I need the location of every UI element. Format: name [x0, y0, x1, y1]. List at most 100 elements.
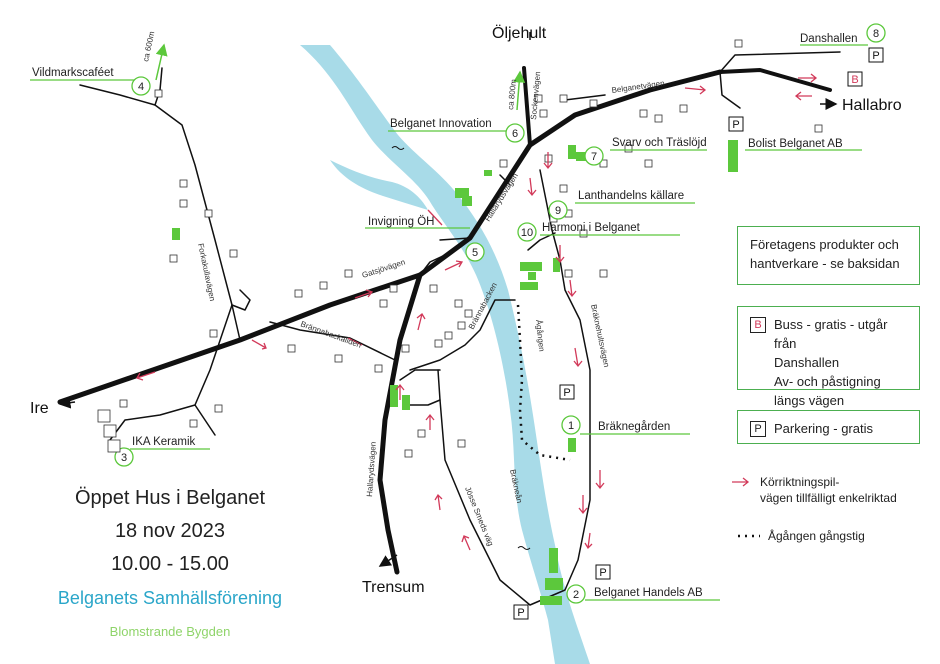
parking-handels-east: P [599, 567, 606, 579]
legend-parking-text: Parkering - gratis [774, 421, 873, 436]
station-10-name: Harmoni i Belganet [542, 222, 641, 234]
station-6-name: Belganet Innovation [390, 118, 492, 130]
legend-footpath: Ågången gångstig [768, 528, 865, 544]
parking-braknegarden: P [563, 387, 570, 399]
place-ire: Ire [30, 400, 49, 417]
road-label-forkakullavagen: Forkakullavägen [196, 243, 217, 302]
station-7-name: Svarv och Träslöjd [612, 137, 707, 149]
road-belganetvagen-spur [564, 94, 606, 101]
event-organizer: Belganets Samhällsförening [57, 588, 283, 608]
bolist-label: Bolist Belganet AB [748, 138, 843, 150]
road-brannabackaliden [269, 321, 396, 361]
station-numbers: 4 6 5 7 9 10 1 2 3 8 [121, 28, 879, 601]
parking-bolist: P [732, 119, 739, 131]
place-hallabro: Hallabro [842, 97, 902, 114]
legend-products: Företagens produkter och hantverkare - s… [737, 226, 920, 285]
river-flow-mark-south [517, 546, 531, 550]
station-4-number: 4 [138, 81, 144, 93]
parking-badge-icon: P [750, 421, 766, 437]
legend-bus-line4: längs vägen [774, 393, 845, 408]
legend-bus-text: Buss - gratis - utgår från Danshallen Av… [774, 315, 907, 410]
road-label-hallarydsvagen-south: Hallarydsvägen [365, 442, 378, 498]
road-to-danshallen [719, 51, 841, 73]
legend-bus-line2: Danshallen [774, 355, 840, 370]
station-3-number: 3 [121, 452, 127, 464]
legend-arrow-icon [732, 477, 750, 487]
station-4-name: Vildmarkscaféet [32, 67, 114, 79]
station-8-name: Danshallen [800, 33, 858, 45]
legend-products-line2: hantverkare - se baksidan [750, 256, 900, 271]
road-sockenvagen-north [522, 66, 532, 147]
event-time: 10.00 - 15.00 [111, 553, 229, 575]
parking-danshallen: P [872, 50, 879, 62]
distance-sockenvagen-spur: ca 800m [506, 78, 518, 110]
station-2-number: 2 [573, 589, 579, 601]
legend-bus-line1: Buss - gratis - utgår från [774, 317, 888, 351]
road-innovation-spur [499, 174, 511, 186]
houses [119, 39, 823, 458]
river-brakne-an [300, 45, 590, 664]
station-5-name: Invigning ÖH [368, 216, 434, 228]
legend-one-way: Körriktningspil- vägen tillfälligt enkel… [760, 474, 897, 506]
road-forkakullavagen [79, 84, 241, 341]
station-1-name: Bräknegården [598, 421, 670, 433]
main-road-hallabro-end [718, 68, 832, 92]
road-names: Belganetvägen Sockenvägen Hallarydsvägen… [141, 30, 665, 547]
station-8-number: 8 [873, 28, 879, 40]
distance-north-spur: ca 600m [141, 30, 156, 62]
road-ika-keramik [109, 304, 233, 441]
station-1-number: 1 [568, 420, 574, 432]
legend-bus: B Buss - gratis - utgår från Danshallen … [737, 306, 920, 408]
bus-badge-icon: B [750, 317, 766, 333]
legend-parking: P Parkering - gratis [737, 410, 920, 444]
station-underlines [30, 44, 868, 601]
road-ika-spur [194, 404, 216, 436]
road-hallarydsvagen [377, 272, 423, 575]
road-gatsjovagen-link [439, 237, 471, 241]
road-junction-west [399, 369, 441, 381]
one-way-arrows [136, 73, 818, 551]
parking-handels-west: P [517, 607, 524, 619]
road-gatsjo-junction [419, 254, 446, 276]
station-circles [114, 23, 886, 604]
station-names: Vildmarkscaféet Belganet Innovation Invi… [32, 33, 858, 599]
event-tagline: Blomstrande Bygden [109, 624, 231, 639]
place-oljehult: Öljehult [492, 24, 547, 42]
footpath-agangen [516, 304, 571, 462]
road-north-spur [154, 67, 163, 106]
road-roundabout [231, 289, 251, 311]
road-label-hallarydsvagen-north: Hallarydsvägen [483, 172, 520, 224]
legend-path-text: Ågången gångstig [768, 529, 865, 543]
legend-parking-row: P Parkering - gratis [750, 419, 907, 438]
road-label-brannabackaliden: Brännabackaliden [299, 319, 362, 349]
road-label-sockenvagen: Sockenvägen [529, 71, 542, 120]
road-brannabacken [409, 299, 516, 371]
river-flow-mark-north [391, 146, 405, 150]
legend-arrow-line1: Körriktningspil- [760, 475, 840, 489]
road-to-bolist [719, 71, 741, 109]
ika-keramik-building [97, 409, 121, 453]
legend-arrow-line2: vägen tillfälligt enkelriktad [760, 491, 897, 505]
legend-products-line1: Företagens produkter och [750, 237, 899, 252]
station-3-name: IKA Keramik [132, 436, 196, 448]
map-symbols: P B P P P P [513, 47, 884, 620]
station-2-name: Belganet Handels AB [594, 587, 703, 599]
station-10-number: 10 [521, 227, 533, 239]
road-label-gatsjovagen: Gatsjövägen [361, 257, 407, 279]
destination-arrows [58, 32, 838, 567]
station-7-number: 7 [591, 151, 597, 163]
road-small-spur [409, 399, 441, 406]
place-trensum: Trensum [362, 579, 425, 596]
road-label-braknehultsvagen: Bräknehultsvägen [589, 304, 611, 369]
green-buildings [172, 140, 738, 605]
event-title: Öppet Hus i Belganet [74, 487, 266, 509]
event-date: 18 nov 2023 [114, 520, 226, 542]
place-names: Öljehult Hallabro Ire Trensum [30, 24, 902, 596]
road-label-agangen: Ågången [534, 319, 546, 352]
station-5-number: 5 [472, 247, 478, 259]
road-braknehultsvagen-loop [437, 169, 591, 606]
station-9-number: 9 [555, 205, 561, 217]
legend-bus-row: B Buss - gratis - utgår från Danshallen … [750, 315, 907, 410]
